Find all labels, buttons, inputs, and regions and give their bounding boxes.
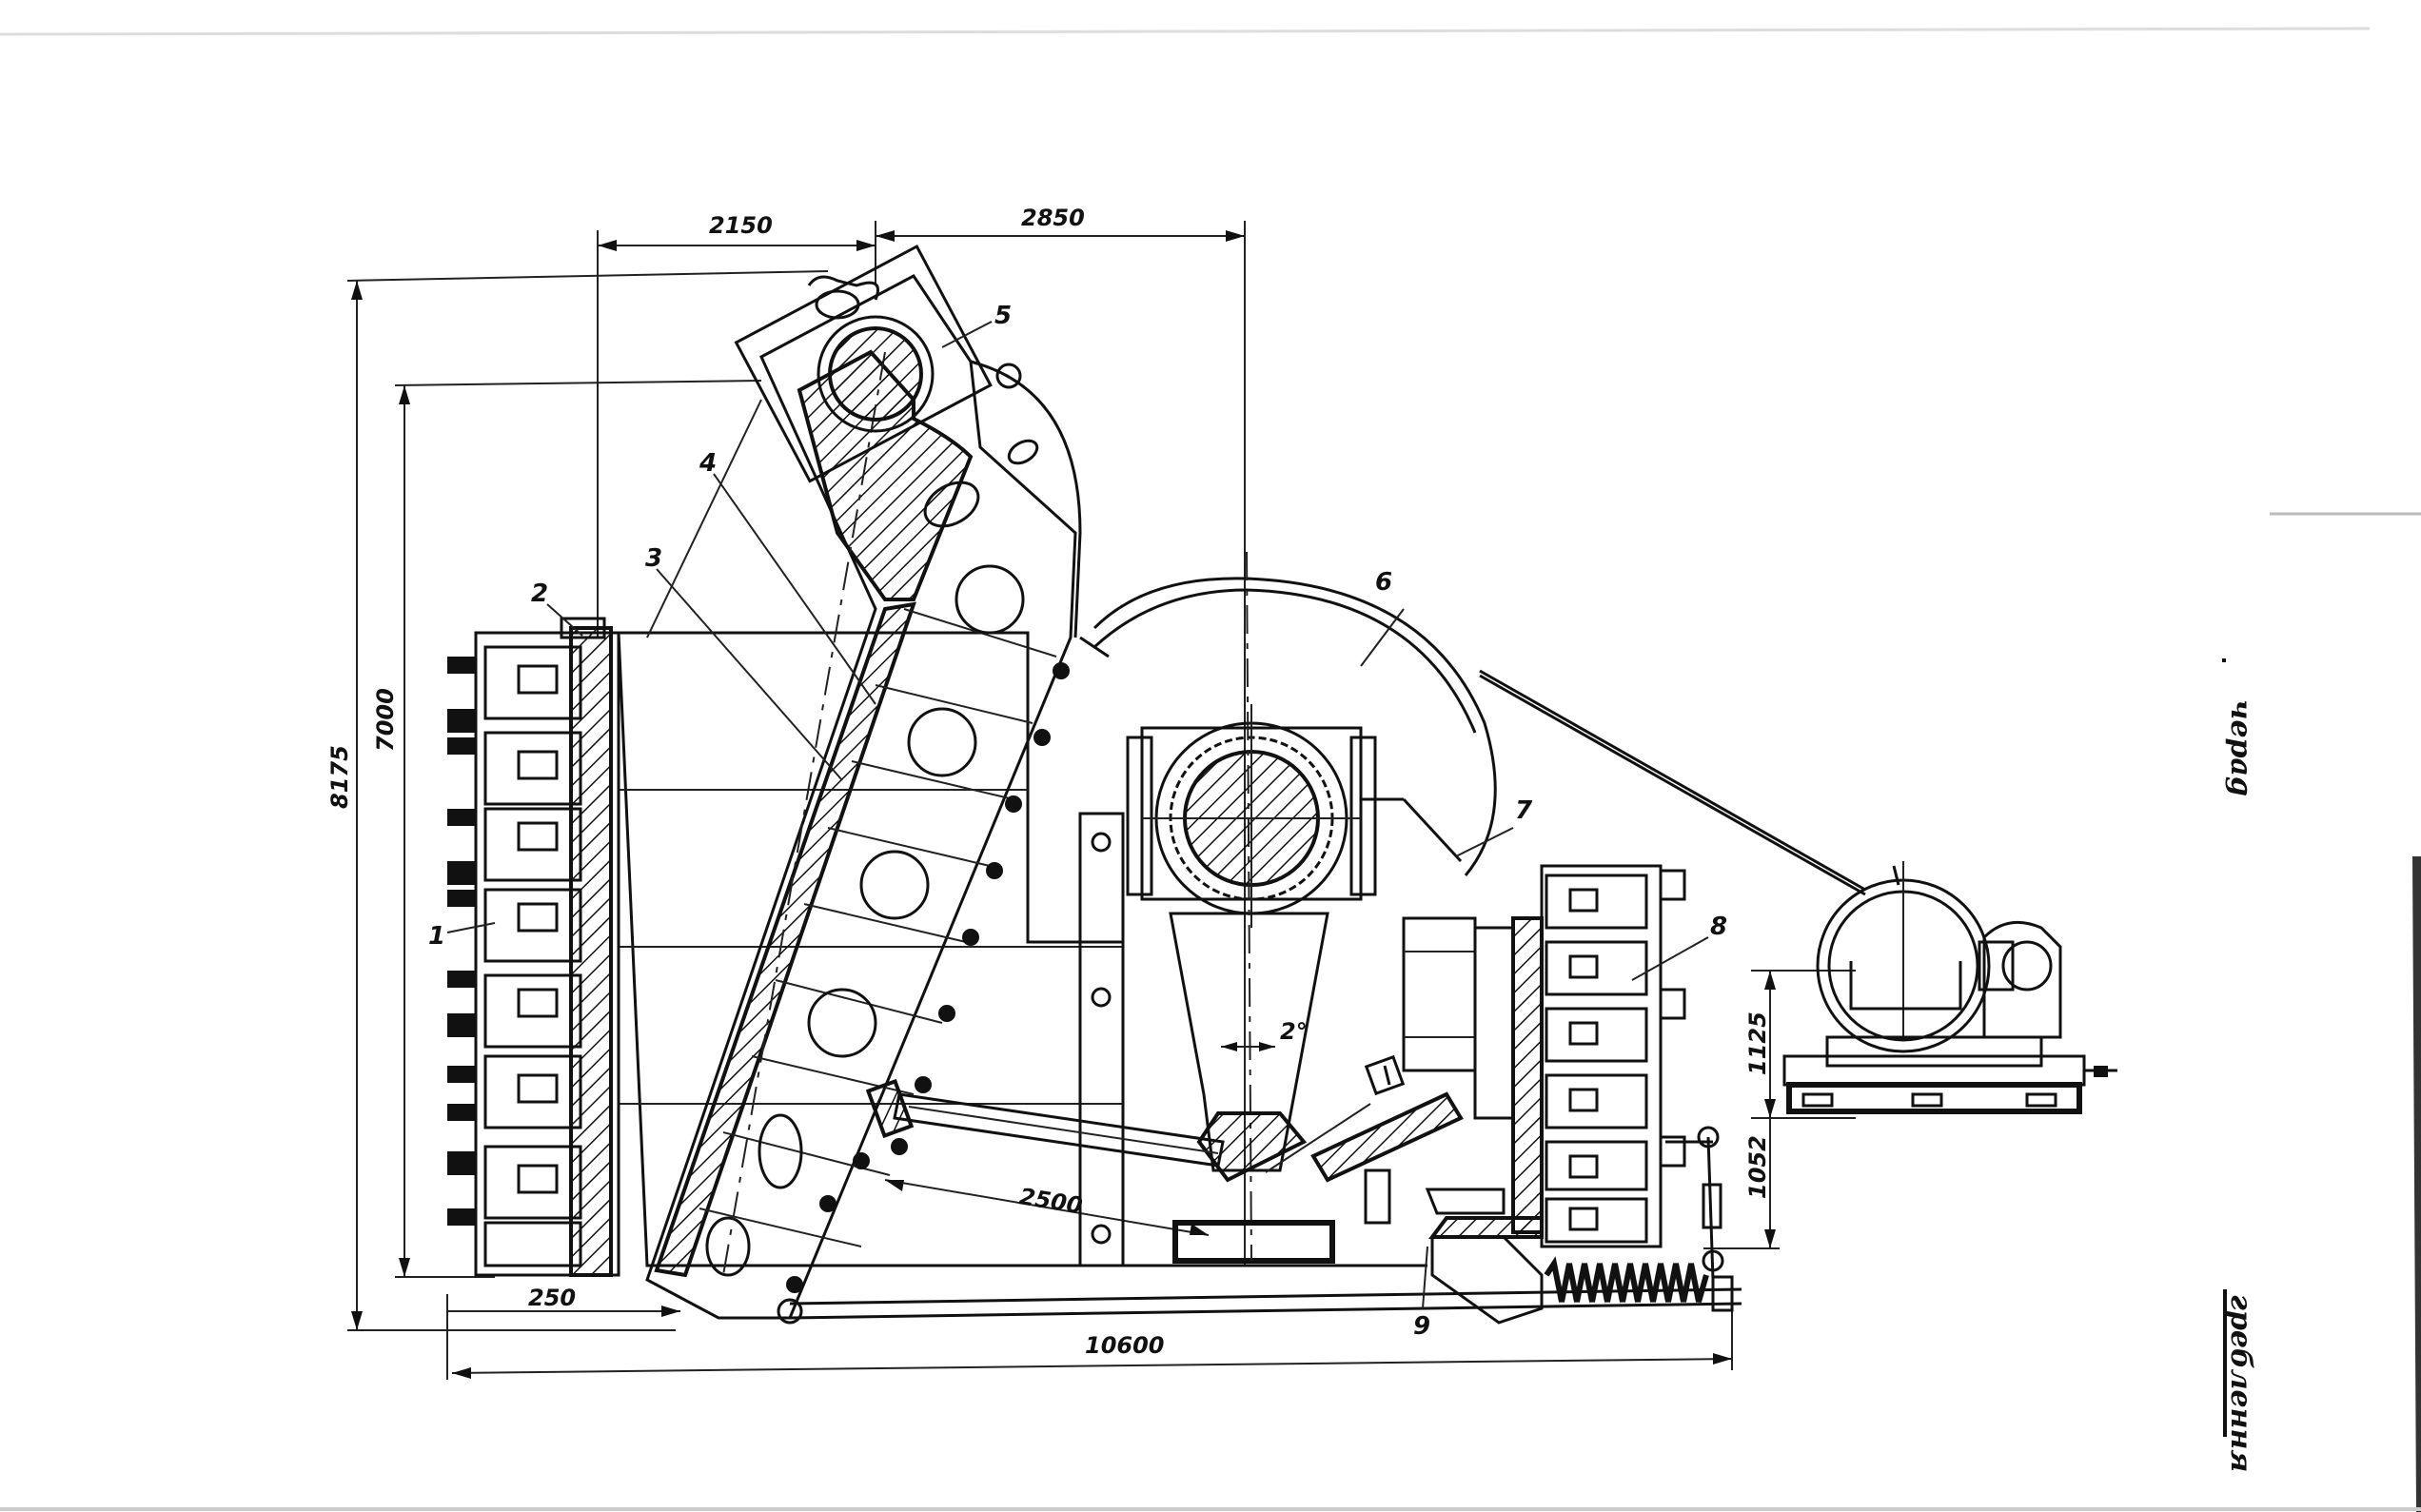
leader-lines xyxy=(446,321,1709,1309)
angle-label: 2° xyxy=(1280,1018,1308,1045)
bolt-heads-jaw xyxy=(786,662,1070,1293)
adjustment-block xyxy=(1310,864,1686,1248)
toggle-plate xyxy=(865,1078,1225,1168)
block-rows-right xyxy=(1545,874,1648,1244)
dim-1125: 1125 xyxy=(1744,1011,1771,1075)
dimension-lines xyxy=(346,221,1856,1380)
drive-motor xyxy=(1479,669,2117,1114)
fixed-jaw-plates xyxy=(447,617,620,1277)
edge-text-lower: греблення xyxy=(2224,1294,2257,1472)
callout-7: 7 xyxy=(1515,796,1533,825)
tension-rod-spring xyxy=(777,1126,1742,1325)
scan-edges xyxy=(0,27,2421,1512)
jaw-plate-rows xyxy=(483,645,582,1267)
callout-6: 6 xyxy=(1375,568,1392,597)
callout-9: 9 xyxy=(1413,1312,1430,1341)
dimension-labels: 2150 2850 8175 7000 250 10600 2500 1125 … xyxy=(326,205,1771,1359)
dim-7000: 7000 xyxy=(372,688,399,752)
dim-8175: 8175 xyxy=(326,745,353,809)
callout-2: 2 xyxy=(531,579,548,608)
page-edge-text: черag греблення xyxy=(2222,658,2257,1472)
callout-1: 1 xyxy=(428,922,445,951)
dim-2150: 2150 xyxy=(709,212,773,239)
dim-250: 250 xyxy=(528,1285,576,1311)
compression-spring xyxy=(1544,1256,1709,1303)
callout-4: 4 xyxy=(699,449,717,478)
dim-1052: 1052 xyxy=(1744,1135,1771,1199)
callout-numbers: 1 2 3 4 5 6 7 8 9 xyxy=(428,302,1727,1341)
swing-jaw xyxy=(645,244,1077,1320)
dim-10600: 10600 xyxy=(1085,1332,1165,1359)
callout-8: 8 xyxy=(1710,913,1727,941)
dim-2500: 2500 xyxy=(1017,1183,1084,1219)
flywheel-assembly xyxy=(1079,551,1497,1262)
callout-5: 5 xyxy=(994,302,1012,330)
edge-text-upper: черag xyxy=(2224,699,2257,796)
callout-3: 3 xyxy=(645,544,662,573)
bolt-heads-left xyxy=(447,657,476,1226)
dim-2850: 2850 xyxy=(1021,205,1085,231)
